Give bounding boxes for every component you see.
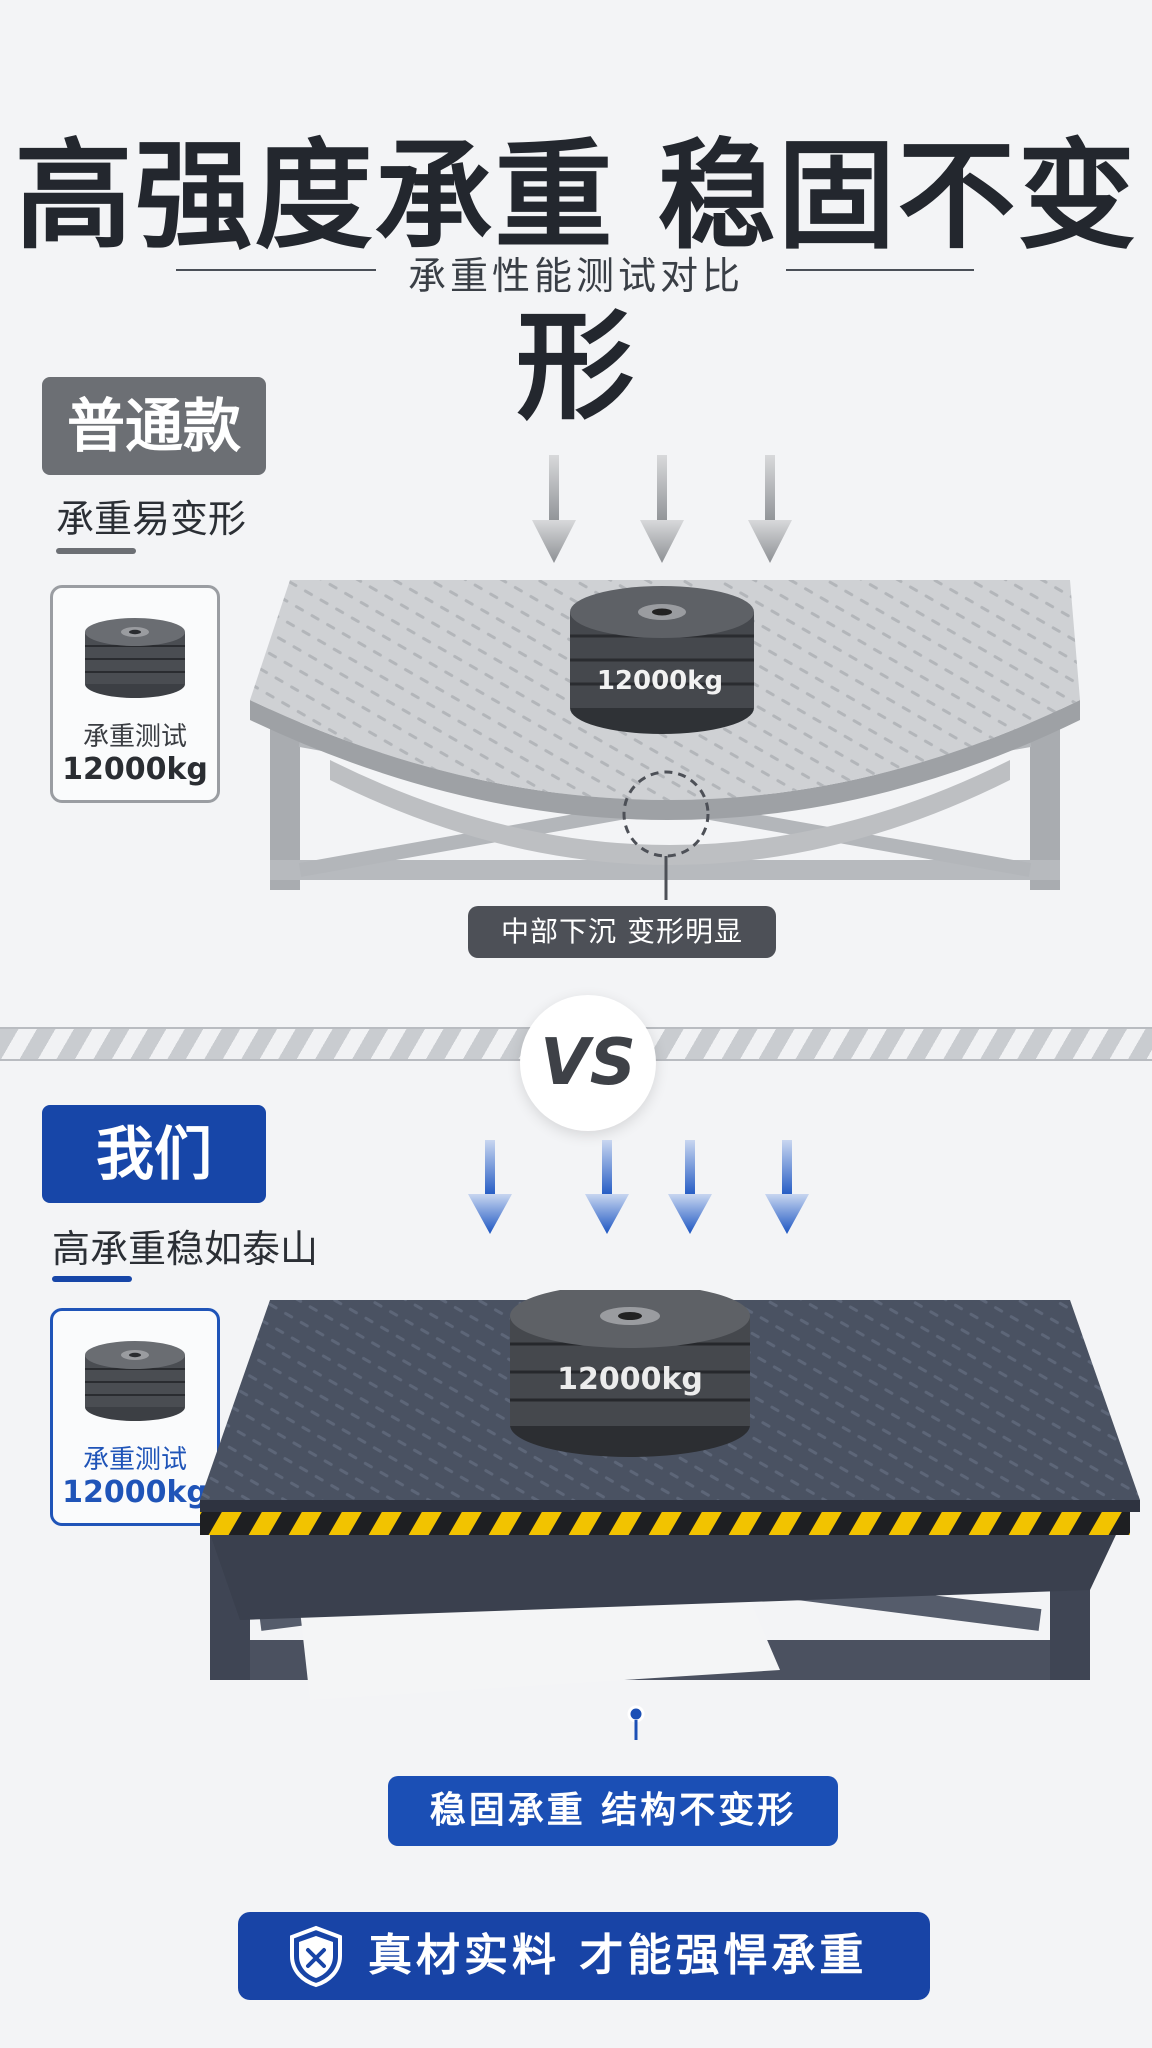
vs-badge: VS [520,995,656,1131]
ours-callout: 稳固承重 结构不变形 [388,1776,838,1846]
ours-weight-label: 12000kg [557,1362,703,1397]
deformed-platform-illustration [250,580,1080,900]
ours-badge: 我们 [42,1105,266,1203]
normal-underline [56,548,136,554]
slogan-banner: 真材实料 才能强悍承重 [238,1912,930,2000]
normal-desc: 承重易变形 [56,497,247,541]
ours-underline [52,1276,132,1282]
normal-weight-label: 12000kg [596,666,724,696]
slogan-text: 真材实料 才能强悍承重 [368,1930,868,1981]
normal-card-value: 12000kg [62,752,208,787]
ours-load-card: 承重测试 12000kg [50,1308,220,1526]
normal-load-card: 承重测试 12000kg [50,585,220,803]
ours-desc: 高承重稳如泰山 [52,1227,319,1271]
weight-plates-icon [85,1341,185,1421]
divider-right [786,269,974,271]
ours-card-label: 承重测试 [82,1445,187,1475]
normal-callout: 中部下沉 变形明显 [468,906,776,958]
ours-card-value: 12000kg [62,1475,208,1510]
divider-left [176,269,376,271]
stable-platform-illustration [200,1290,1140,1740]
down-arrows-blue-icon [468,1140,809,1234]
shield-icon [290,1925,342,1988]
down-arrows-gray-icon [532,455,792,563]
subtitle: 承重性能测试对比 [407,254,744,298]
normal-card-label: 承重测试 [82,722,187,752]
normal-badge: 普通款 [42,377,266,475]
weight-plates-icon [85,618,185,698]
subtitle-row: 承重性能测试对比 [0,245,1152,298]
page-title: 高强度承重 稳固不变形 [14,127,1138,436]
